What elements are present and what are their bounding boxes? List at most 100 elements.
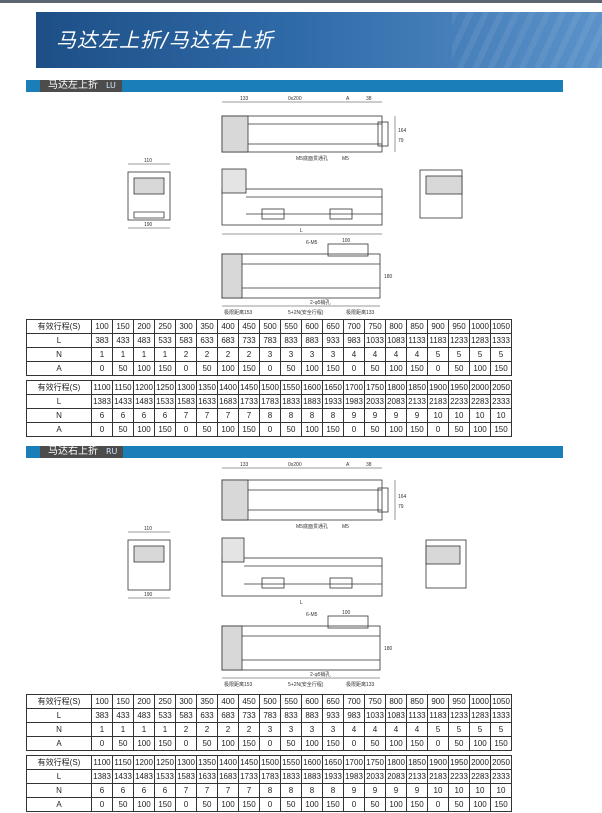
table-cell: 100 — [469, 422, 491, 437]
table-cell: 650 — [322, 319, 344, 334]
table-cell: 150 — [238, 797, 260, 812]
table-cell: 100 — [301, 797, 323, 812]
table-cell: 5 — [427, 347, 449, 362]
table-cell: 900 — [427, 319, 449, 334]
table-cell: 6 — [91, 408, 113, 423]
table-cell: 150 — [154, 361, 176, 376]
table-cell: 150 — [490, 736, 512, 751]
row-header: L — [26, 394, 92, 409]
table-cell: 2033 — [364, 769, 386, 784]
table-cell: 9 — [406, 408, 428, 423]
table-cell: 150 — [322, 361, 344, 376]
table-cell: 50 — [112, 361, 134, 376]
table-cell: 50 — [364, 797, 386, 812]
dim-label: L — [300, 228, 303, 234]
table-cell: 2283 — [469, 394, 491, 409]
table-cell: 1333 — [490, 333, 512, 348]
table-cell: 3 — [301, 722, 323, 737]
table-cell: 683 — [217, 333, 239, 348]
table-cell: 150 — [154, 422, 176, 437]
table-cell: 6 — [112, 408, 134, 423]
table-cell: 1450 — [238, 755, 260, 770]
table-cell: 533 — [154, 708, 176, 723]
table-cell: 1683 — [217, 769, 239, 784]
table-cell: 2 — [238, 347, 260, 362]
header-decoration — [452, 12, 602, 68]
table-cell: 100 — [133, 361, 155, 376]
table-cell: 2183 — [427, 769, 449, 784]
table-cell: 4 — [385, 347, 407, 362]
table-cell: 150 — [490, 797, 512, 812]
table-cell: 7 — [238, 783, 260, 798]
table-cell: 8 — [259, 408, 281, 423]
table-cell: 7 — [175, 783, 197, 798]
table-cell: 250 — [154, 319, 176, 334]
row-header: L — [26, 769, 92, 784]
table-cell: 4 — [406, 347, 428, 362]
table-cell: 2000 — [469, 755, 491, 770]
table-cell: 2 — [238, 722, 260, 737]
table-cell: 2 — [217, 722, 239, 737]
table-cell: 0 — [343, 736, 365, 751]
table-cell: 5 — [469, 722, 491, 737]
table-cell: 450 — [238, 694, 260, 709]
table-cell: 1283 — [469, 333, 491, 348]
dim-label: 79 — [398, 138, 404, 144]
table-cell: 850 — [406, 319, 428, 334]
table-cell: 150 — [490, 361, 512, 376]
table-cell: 6 — [133, 408, 155, 423]
table-cell: 3 — [280, 722, 302, 737]
table-cell: 150 — [322, 797, 344, 812]
table-cell: 1400 — [217, 380, 239, 395]
table-cell: 50 — [112, 422, 134, 437]
table-cell: 1133 — [406, 333, 428, 348]
table-cell: 800 — [385, 694, 407, 709]
table-cell: 150 — [238, 736, 260, 751]
table-cell: 1 — [91, 347, 113, 362]
table-cell: 0 — [343, 361, 365, 376]
table-cell: 8 — [280, 408, 302, 423]
table-cell: 1 — [133, 722, 155, 737]
table-cell: 300 — [175, 319, 197, 334]
table-cell: 100 — [385, 797, 407, 812]
table-cell: 0 — [259, 797, 281, 812]
table-cell: 0 — [259, 736, 281, 751]
table-cell: 2 — [196, 722, 218, 737]
table-cell: 2 — [175, 722, 197, 737]
table-cell: 4 — [343, 347, 365, 362]
dim-label: 6-M5 — [306, 240, 318, 246]
dim-label: 180 — [384, 274, 393, 280]
table-cell: 933 — [322, 708, 344, 723]
table-cell: 50 — [112, 736, 134, 751]
dim-label: 110 — [144, 158, 152, 164]
table-cell: 433 — [112, 708, 134, 723]
table-cell: 1633 — [196, 769, 218, 784]
dim-label: 100 — [342, 238, 351, 244]
dim-label: 190 — [144, 592, 153, 598]
dim-label: 0x200 — [288, 462, 302, 468]
dim-label: 164 — [398, 128, 407, 134]
table-cell: 950 — [448, 694, 470, 709]
table-cell: 200 — [133, 694, 155, 709]
section-bar-lu — [26, 80, 563, 92]
table-cell: 50 — [280, 422, 302, 437]
page-title: 马达左上折/马达右上折 — [56, 28, 274, 52]
table-cell: 2083 — [385, 769, 407, 784]
table-cell: 10 — [448, 408, 470, 423]
table-cell: 633 — [196, 333, 218, 348]
table-cell: 1833 — [280, 394, 302, 409]
table-cell: 100 — [133, 422, 155, 437]
table-cell: 1150 — [112, 380, 134, 395]
table-cell: 1 — [91, 722, 113, 737]
table-cell: 683 — [217, 708, 239, 723]
table-cell: 8 — [259, 783, 281, 798]
drawing-ru: 133 0x200 A 38 164 79 M5底面贯通孔 M5 110 190… — [127, 462, 467, 688]
table-cell: 800 — [385, 319, 407, 334]
